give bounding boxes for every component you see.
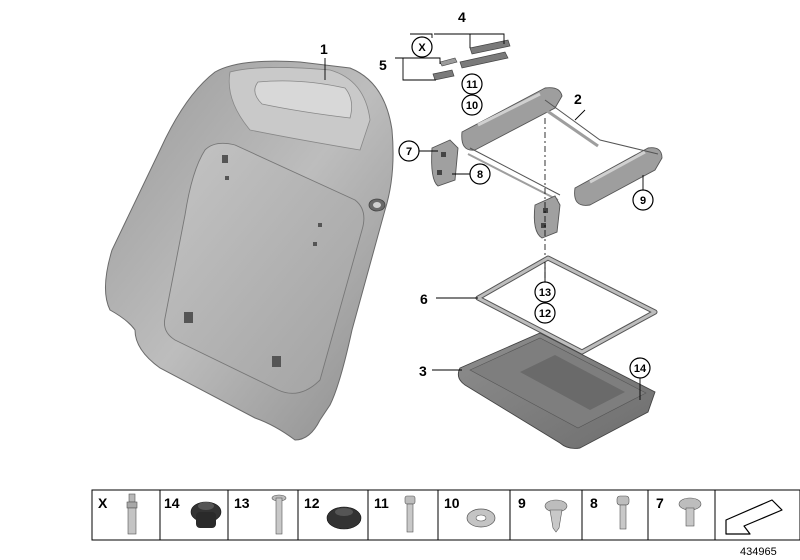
callout-4: 4 — [458, 9, 466, 25]
grommet-icon — [190, 501, 222, 528]
callout-6: 6 — [420, 291, 428, 307]
circled-callout-12: 12 — [534, 302, 556, 324]
washer-icon — [466, 508, 496, 528]
callout-7: 7 — [406, 146, 412, 158]
strip-label-12: 12 — [304, 495, 320, 511]
callout-2: 2 — [574, 91, 582, 107]
callout-3: 3 — [419, 363, 427, 379]
screw-icon — [678, 497, 702, 527]
circled-callout-14: 14 — [629, 357, 651, 379]
circled-callout-13: 13 — [534, 281, 556, 303]
callout-x: X — [418, 42, 426, 54]
cover-tray — [457, 332, 656, 449]
callout-9: 9 — [640, 195, 646, 207]
fastener-strip: X 14 13 12 11 10 — [91, 489, 800, 541]
long-screw-icon — [271, 494, 287, 535]
callout-12: 12 — [539, 308, 551, 320]
strip-label-9: 9 — [518, 495, 526, 511]
callout-14: 14 — [634, 363, 647, 375]
circled-callout-x: X — [411, 36, 433, 58]
strip-label-10: 10 — [444, 495, 460, 511]
pin-icon — [126, 493, 138, 535]
strip-label-13: 13 — [234, 495, 250, 511]
trim-frame — [475, 255, 658, 355]
pads — [432, 39, 511, 81]
strip-label-8: 8 — [590, 495, 598, 511]
strip-label-x: X — [98, 495, 108, 511]
callout-8: 8 — [477, 169, 483, 181]
screw-icon — [404, 495, 416, 533]
guide-rail-frame — [431, 87, 663, 290]
circled-callout-9: 9 — [632, 189, 654, 211]
tapping-screw-icon — [544, 499, 568, 533]
leader-lines — [324, 33, 644, 400]
backrest-shell — [105, 60, 394, 441]
callout-1: 1 — [320, 41, 328, 57]
callout-13: 13 — [539, 287, 551, 299]
callout-11: 11 — [466, 79, 478, 91]
document-number: 434965 — [740, 546, 777, 558]
circled-callout-11: 11 — [461, 73, 483, 95]
circled-callout-7: 7 — [398, 140, 420, 162]
callout-5: 5 — [379, 57, 387, 73]
circled-callout-8: 8 — [469, 163, 491, 185]
strip-label-11: 11 — [374, 495, 389, 511]
strip-label-14: 14 — [164, 495, 180, 511]
callout-10: 10 — [466, 100, 478, 112]
screw-icon — [616, 495, 630, 530]
grommet-icon — [326, 506, 362, 530]
arrow-icon — [725, 499, 783, 535]
circled-callout-10: 10 — [461, 94, 483, 116]
strip-label-7: 7 — [656, 495, 664, 511]
